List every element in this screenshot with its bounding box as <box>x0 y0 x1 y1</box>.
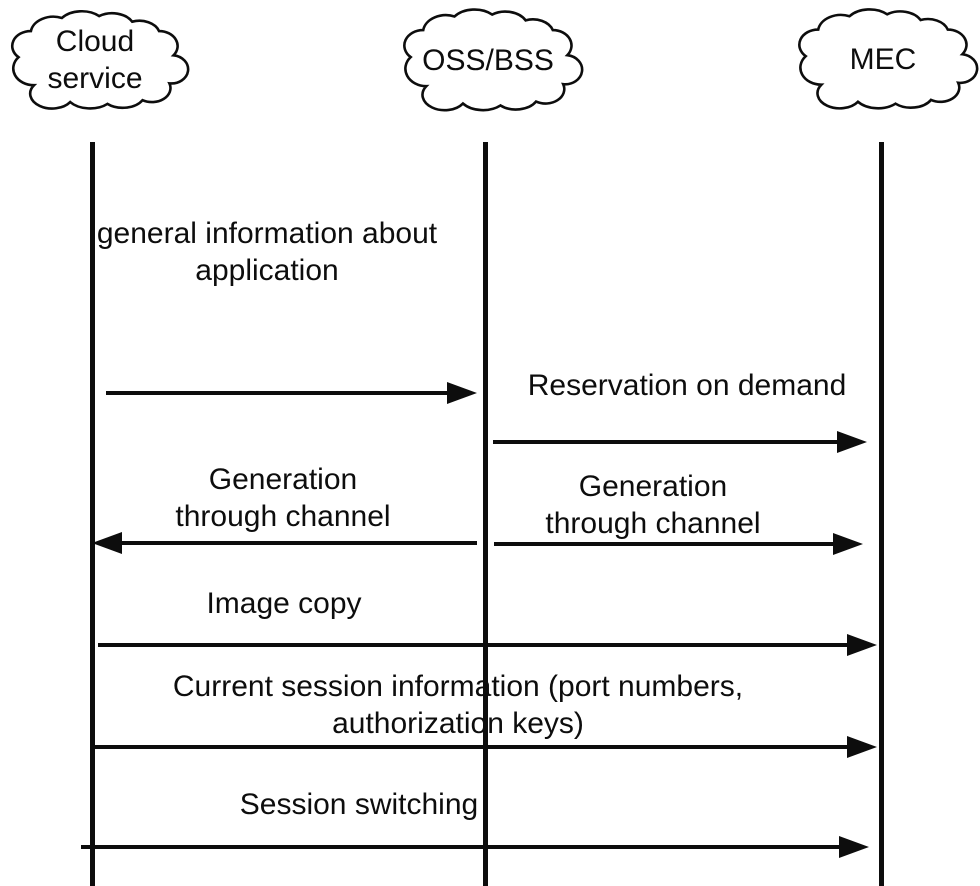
message-arrow-current-session-information <box>92 745 847 749</box>
lifeline-mec <box>879 142 884 886</box>
actor-label-mec: MEC <box>849 42 917 76</box>
cloud-icon <box>394 1 582 119</box>
message-label-current-session-information: Current session information (port number… <box>172 670 744 740</box>
actor-label-cloud-service: Cloud service <box>47 25 143 95</box>
message-label-general-information: general information about application <box>96 217 438 287</box>
message-arrow-session-switching <box>81 845 839 849</box>
message-arrow-general-information <box>106 391 447 395</box>
message-label-generation-through-channel-left: Generation through channel <box>175 463 391 533</box>
message-arrow-generation-through-channel-right <box>494 542 833 546</box>
lifeline-cloud-service <box>90 142 95 886</box>
actor-label-oss-bss: OSS/BSS <box>422 43 554 77</box>
cloud-icon <box>2 3 188 117</box>
actor-mec: MEC <box>789 1 977 117</box>
lifeline-oss-bss <box>483 142 488 886</box>
cloud-icon <box>789 1 977 117</box>
message-arrow-generation-through-channel-left <box>122 541 477 545</box>
actor-oss-bss: OSS/BSS <box>394 1 582 119</box>
message-label-generation-through-channel-right: Generation through channel <box>545 470 761 540</box>
message-label-image-copy: Image copy <box>206 587 362 620</box>
message-arrow-image-copy <box>98 643 847 647</box>
message-arrow-reservation-on-demand <box>493 440 837 444</box>
message-label-session-switching: Session switching <box>239 788 479 821</box>
message-label-reservation-on-demand: Reservation on demand <box>527 369 847 402</box>
actor-cloud-service: Cloud service <box>2 3 188 117</box>
